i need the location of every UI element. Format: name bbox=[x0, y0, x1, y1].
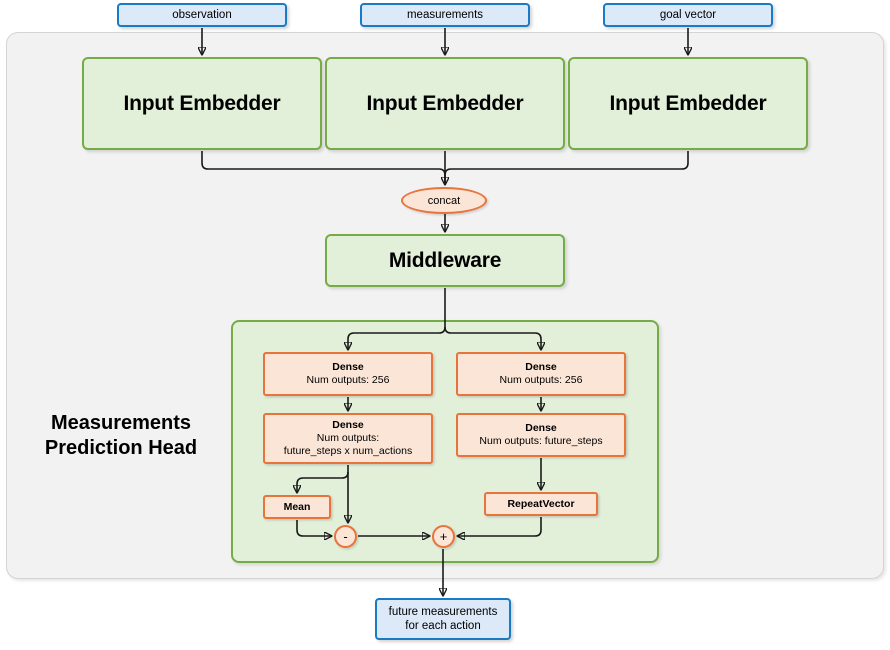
dense-right-2-outputs: Num outputs: future_steps bbox=[479, 435, 603, 447]
mean-block[interactable]: Mean bbox=[263, 495, 331, 519]
dense-left-2-outputs-label: Num outputs: bbox=[316, 432, 380, 444]
input-goal-vector[interactable]: goal vector bbox=[603, 3, 773, 27]
input-embedder-measurements-label: Input Embedder bbox=[366, 91, 524, 115]
dense-right-1-outputs: Num outputs: 256 bbox=[499, 374, 583, 386]
dense-right-2-title: Dense bbox=[525, 422, 557, 434]
output-line2: for each action bbox=[405, 620, 481, 632]
concat-node[interactable]: concat bbox=[401, 187, 487, 214]
input-embedder-goal-vector[interactable]: Input Embedder bbox=[568, 57, 808, 150]
input-measurements[interactable]: measurements bbox=[360, 3, 530, 27]
concat-label: concat bbox=[427, 194, 461, 207]
subtract-operator-label: - bbox=[343, 529, 348, 544]
dense-left-1[interactable]: Dense Num outputs: 256 bbox=[263, 352, 433, 396]
dense-right-2[interactable]: Dense Num outputs: future_steps bbox=[456, 413, 626, 457]
middleware-label: Middleware bbox=[388, 248, 502, 272]
middleware-block[interactable]: Middleware bbox=[325, 234, 565, 287]
input-embedder-observation-label: Input Embedder bbox=[123, 91, 281, 115]
input-embedder-goal-vector-label: Input Embedder bbox=[609, 91, 767, 115]
subtract-operator[interactable]: - bbox=[334, 525, 357, 548]
mean-label: Mean bbox=[283, 500, 311, 513]
input-embedder-observation[interactable]: Input Embedder bbox=[82, 57, 322, 150]
measurements-prediction-head-title: Measurements Prediction Head bbox=[18, 411, 224, 461]
repeat-vector-block[interactable]: RepeatVector bbox=[484, 492, 598, 516]
output-line1: future measurements bbox=[388, 606, 498, 618]
add-operator-label: + bbox=[439, 529, 448, 544]
input-goal-vector-label: goal vector bbox=[659, 9, 717, 21]
dense-right-1-title: Dense bbox=[525, 361, 557, 373]
input-embedder-measurements[interactable]: Input Embedder bbox=[325, 57, 565, 150]
input-observation-label: observation bbox=[172, 9, 232, 21]
dense-right-1[interactable]: Dense Num outputs: 256 bbox=[456, 352, 626, 396]
head-title-line2: Prediction Head bbox=[44, 437, 198, 459]
input-observation[interactable]: observation bbox=[117, 3, 287, 27]
dense-left-1-outputs: Num outputs: 256 bbox=[306, 374, 390, 386]
dense-left-2-title: Dense bbox=[332, 419, 364, 431]
output-future-measurements[interactable]: future measurements for each action bbox=[375, 598, 511, 640]
dense-left-2[interactable]: Dense Num outputs: future_steps x num_ac… bbox=[263, 413, 433, 464]
dense-left-2-outputs-value: future_steps x num_actions bbox=[283, 445, 413, 457]
dense-left-1-title: Dense bbox=[332, 361, 364, 373]
repeat-vector-label: RepeatVector bbox=[507, 497, 575, 510]
head-title-line1: Measurements bbox=[50, 412, 192, 434]
add-operator[interactable]: + bbox=[432, 525, 455, 548]
input-measurements-label: measurements bbox=[406, 9, 484, 21]
